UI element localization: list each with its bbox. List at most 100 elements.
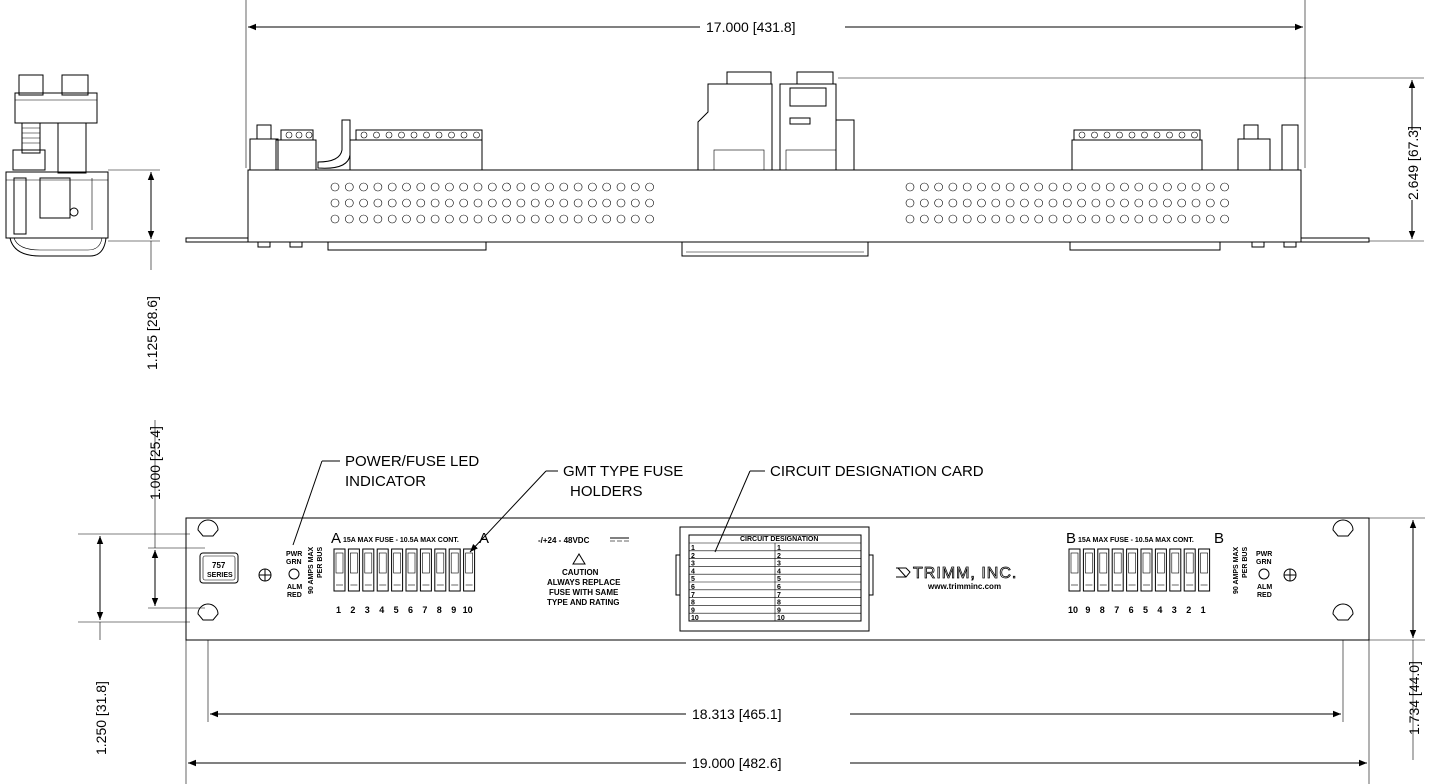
fuse-holder[interactable] [1183, 548, 1196, 592]
bank-b-letter-right: B [1214, 530, 1224, 547]
terminal-screw [435, 131, 443, 139]
vent-hole [948, 214, 958, 224]
vent-hole [919, 214, 929, 224]
vent-hole [645, 182, 654, 192]
amps-line1-a: 90 AMPS MAX [308, 546, 315, 594]
vent-hole [1177, 182, 1186, 192]
vent-hole [962, 182, 972, 192]
vent-hole [602, 214, 612, 224]
depth-dim-label: 1.125 [28.6] [144, 296, 160, 370]
terminal-screw [1166, 131, 1173, 139]
vent-hole [1005, 182, 1015, 192]
fuse-holder[interactable] [362, 548, 375, 592]
fuse-holder[interactable] [463, 548, 476, 592]
fuse-holder[interactable] [1126, 548, 1139, 592]
fuse-number: 7 [422, 605, 427, 615]
vent-hole [1077, 198, 1086, 208]
fuse-holder[interactable] [333, 548, 346, 592]
fuse-window [1113, 552, 1122, 574]
vent-hole [1163, 214, 1172, 224]
vent-hole [1206, 198, 1215, 208]
fuse-window [1200, 552, 1208, 574]
vent-hole [516, 182, 526, 192]
overall-dim-label: 19.000 [482.6] [692, 755, 782, 771]
vent-holes-right [905, 182, 1229, 224]
fuse-holder[interactable] [448, 548, 461, 592]
vent-hole [445, 182, 454, 192]
red-label-a: RED [287, 592, 302, 599]
fuse-holder[interactable] [405, 548, 418, 592]
vent-hole [934, 198, 943, 208]
vent-hole [1220, 198, 1229, 208]
card-row-number: 9 [691, 607, 695, 614]
fuse-holder[interactable] [347, 548, 360, 592]
fuse-holder[interactable] [1097, 548, 1110, 592]
vent-hole [416, 198, 426, 208]
terminal-screw [1141, 131, 1148, 139]
fuse-holder[interactable] [391, 548, 404, 592]
fuse-holder[interactable] [1198, 548, 1211, 592]
fuse-holder[interactable] [1154, 548, 1167, 592]
vent-hole [588, 182, 597, 192]
vent-hole [473, 198, 483, 208]
vent-hole [1148, 182, 1158, 192]
terminal-screw [410, 131, 418, 139]
fuse-window [335, 552, 344, 574]
vent-hole [330, 214, 340, 224]
vent-hole [545, 182, 554, 192]
vent-hole [919, 182, 929, 192]
terminal-screw [1116, 131, 1123, 139]
warning-icon [572, 553, 586, 565]
card-row-number: 7 [691, 592, 695, 599]
vent-hole [1091, 182, 1101, 192]
fuse-window [378, 552, 387, 574]
terminal-screw [460, 131, 468, 139]
vent-hole [1091, 198, 1101, 208]
vent-hole [373, 198, 383, 208]
fuse-holder[interactable] [376, 548, 389, 592]
fuse-number: 9 [451, 605, 456, 615]
fuse-holder[interactable] [1111, 548, 1124, 592]
vent-hole [1048, 198, 1058, 208]
fuse-number: 2 [350, 605, 355, 615]
fuse-window [407, 552, 416, 574]
vent-hole [1177, 198, 1186, 208]
bank-a-letter-right: A [479, 530, 489, 547]
fuse-holder[interactable] [419, 548, 432, 592]
vent-hole [344, 198, 354, 208]
vent-hole [359, 214, 368, 224]
vent-hole [991, 214, 1001, 224]
vent-hole [1077, 182, 1086, 192]
fuse-holder[interactable] [1169, 548, 1182, 592]
vent-hole [1220, 214, 1229, 224]
vent-hole [573, 182, 583, 192]
card-row-number: 8 [777, 600, 781, 607]
vent-hole [402, 214, 411, 224]
card-row-number: 6 [777, 584, 781, 591]
vent-hole [991, 182, 1001, 192]
vent-hole [616, 182, 626, 192]
card-row-number: 1 [691, 545, 695, 552]
fuse-holder[interactable] [1082, 548, 1095, 592]
front-view: POWER/FUSE LED INDICATOR GMT TYPE FUSE H… [78, 420, 1425, 784]
amps-line2-a: PER BUS [317, 547, 324, 578]
vent-hole [1191, 182, 1201, 192]
fuse-number: 8 [437, 605, 442, 615]
side-view: 1.125 [28.6] [5, 74, 160, 370]
fuse-holder[interactable] [1068, 548, 1081, 592]
fuse-window [1185, 552, 1194, 574]
fuse-holder[interactable] [1140, 548, 1153, 592]
vent-hole [559, 182, 569, 192]
vent-hole [416, 214, 426, 224]
card-row-number: 4 [777, 568, 781, 575]
series-label: SERIES [207, 572, 233, 579]
fuse-number: 8 [1100, 605, 1105, 615]
vent-hole [645, 214, 654, 224]
card-row-number: 3 [777, 561, 781, 568]
vent-hole [445, 214, 454, 224]
fuse-holder[interactable] [434, 548, 447, 592]
vent-hole [1191, 214, 1201, 224]
card-callout-label: CIRCUIT DESIGNATION CARD [770, 463, 984, 480]
fuse-window [1157, 552, 1165, 574]
